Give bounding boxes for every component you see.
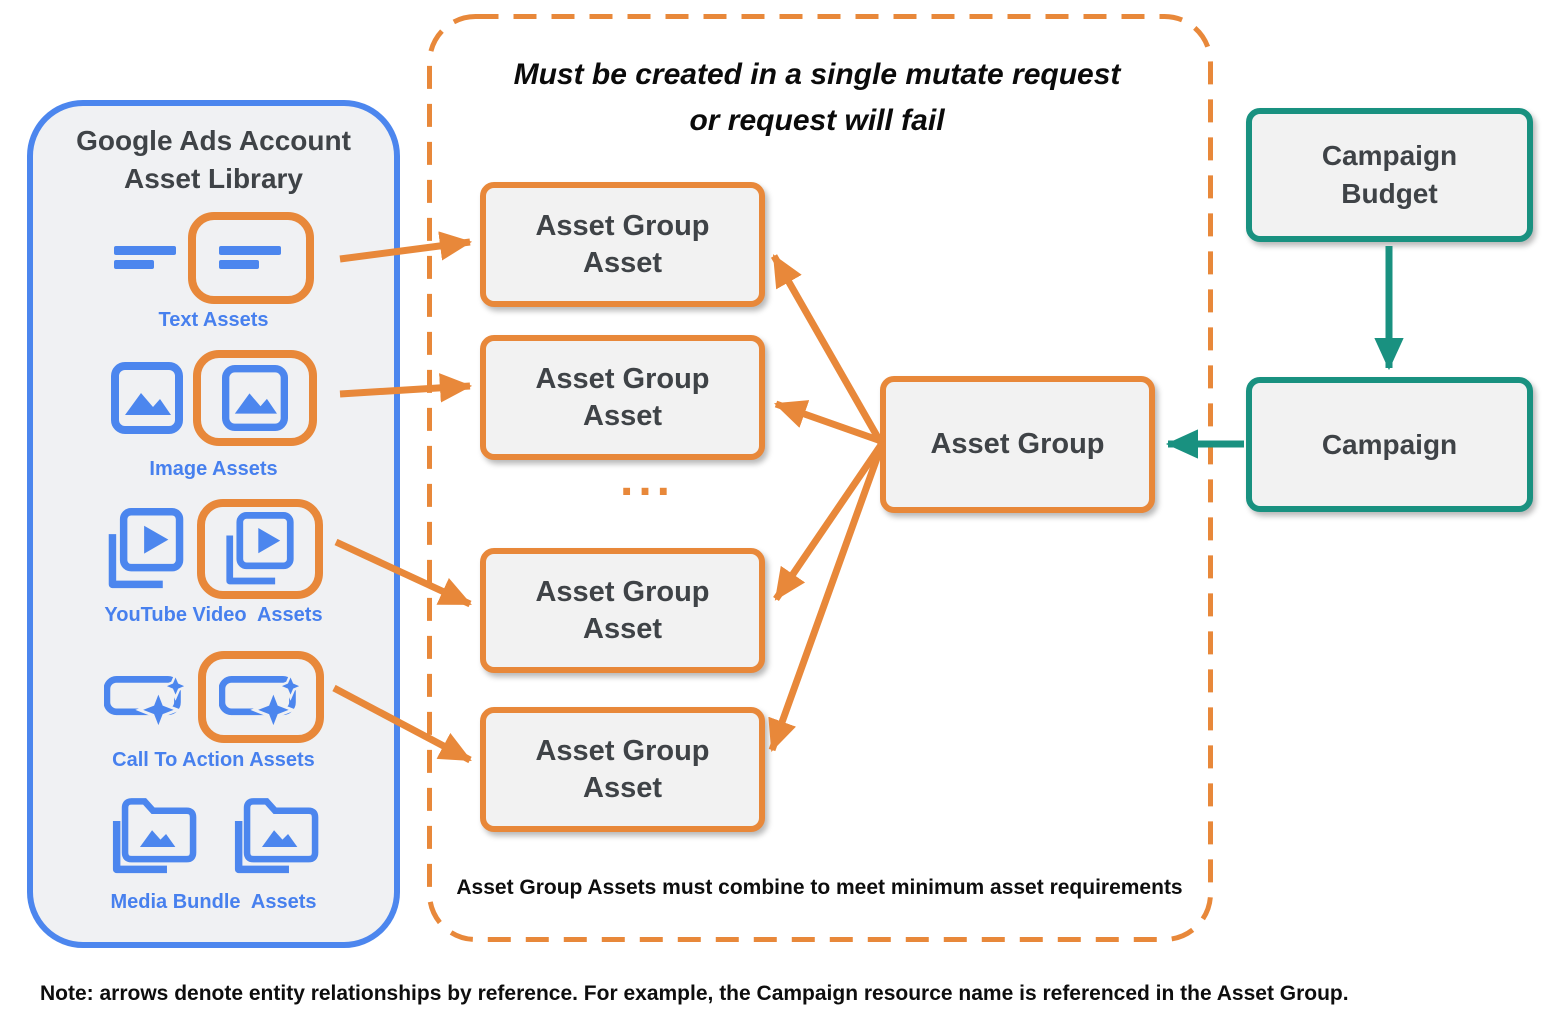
campaign-budget-label-line2: Budget — [1341, 178, 1438, 209]
asset-group-asset-box-3: Asset Group Asset — [480, 548, 765, 673]
asset-library-title-line2: Asset Library — [124, 163, 303, 194]
call-to-action-icon — [218, 670, 303, 728]
asset-requirements-footnote: Asset Group Assets must combine to meet … — [456, 876, 1183, 899]
reference-note: Note: arrows denote entity relationships… — [40, 982, 1349, 1005]
asset-group-asset-label-line1: Asset Group — [535, 209, 710, 242]
asset-group-box: Asset Group — [880, 376, 1155, 513]
text-lines-icon — [113, 246, 176, 269]
campaign-box: Campaign — [1246, 377, 1533, 512]
asset-library-title: Google Ads Account Asset Library — [33, 122, 394, 198]
campaign-label: Campaign — [1321, 428, 1458, 460]
asset-group-reference-arrow-3 — [773, 443, 884, 601]
image-icon — [221, 365, 288, 431]
asset-library-panel: Google Ads Account Asset Library Text As… — [27, 100, 400, 948]
asset-group-reference-arrow-4 — [768, 445, 885, 752]
asset-library-title-line1: Google Ads Account — [76, 125, 351, 156]
media-bundle-assets-row — [33, 788, 394, 880]
image-assets-label: Image Assets — [149, 458, 278, 480]
campaign-budget-box: Campaign Budget — [1246, 108, 1533, 242]
asset-group-asset-box-4: Asset Group Asset — [480, 707, 765, 832]
youtube-video-icon — [225, 512, 294, 585]
selected-youtube-video-asset-ring — [196, 499, 323, 599]
asset-group-asset-label-line1: Asset Group — [535, 575, 710, 608]
mutate-requirement-title: Must be created in a single mutate reque… — [467, 52, 1167, 144]
call-to-action-assets-row — [33, 649, 394, 745]
image-assets-row — [33, 348, 394, 448]
more-asset-group-assets-ellipsis: ... — [619, 453, 675, 506]
media-bundle-icon — [234, 798, 318, 874]
youtube-video-icon — [108, 508, 183, 589]
selected-text-asset-ring — [187, 212, 314, 304]
text-assets-row — [33, 210, 394, 306]
text-lines-icon — [218, 246, 281, 269]
asset-group-asset-label-line2: Asset — [583, 246, 662, 279]
asset-group-asset-box-2: Asset Group Asset — [480, 335, 765, 460]
youtube-video-assets-label: YouTube Video Assets — [104, 604, 323, 626]
mutate-requirement-title-line2: or request will fail — [689, 104, 945, 137]
asset-group-reference-arrow-2 — [774, 400, 883, 445]
call-to-action-assets-label: Call To Action Assets — [112, 749, 315, 771]
asset-group-label: Asset Group — [930, 428, 1105, 460]
selected-image-asset-ring — [192, 350, 317, 446]
image-icon — [110, 362, 183, 434]
asset-group-asset-box-1: Asset Group Asset — [480, 182, 765, 307]
media-bundle-icon — [112, 798, 196, 874]
text-assets-label: Text Assets — [158, 309, 269, 331]
campaign-budget-label-line1: Campaign — [1321, 140, 1458, 171]
asset-group-asset-label-line2: Asset — [583, 612, 662, 645]
asset-group-asset-label-line2: Asset — [583, 771, 662, 804]
call-to-action-icon — [103, 670, 188, 728]
asset-group-asset-label-line1: Asset Group — [535, 362, 710, 395]
youtube-video-assets-row — [33, 498, 394, 600]
asset-group-reference-arrow-1 — [770, 254, 885, 445]
mutate-requirement-title-line1: Must be created in a single mutate reque… — [513, 58, 1121, 91]
selected-call-to-action-asset-ring — [197, 651, 324, 743]
asset-group-asset-label-line2: Asset — [583, 399, 662, 432]
media-bundle-assets-label: Media Bundle Assets — [110, 891, 317, 913]
asset-group-asset-label-line1: Asset Group — [535, 734, 710, 767]
